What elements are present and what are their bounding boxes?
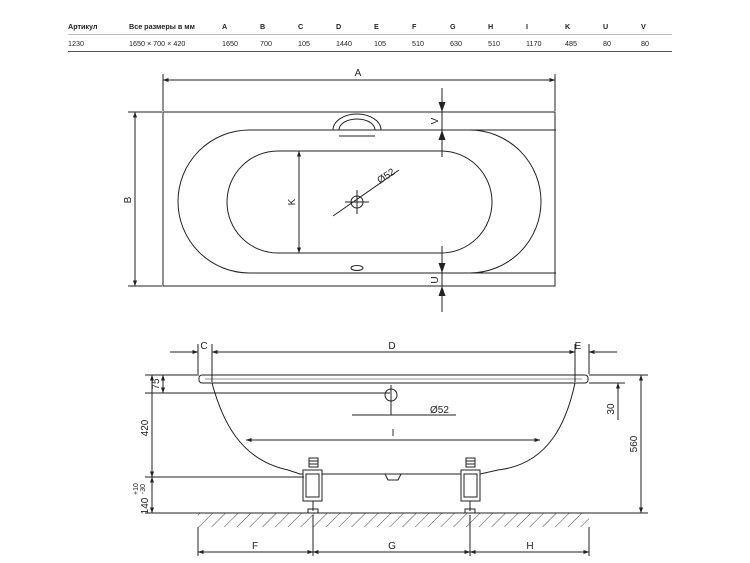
label-k: K <box>287 198 298 205</box>
bathtub-rim <box>198 374 589 384</box>
spec-val-v: 80 <box>641 39 649 48</box>
table-divider <box>68 34 672 35</box>
spec-col-k: K <box>565 22 571 31</box>
label-h: H <box>526 541 533 552</box>
top-drain-diameter-label: Ø52 <box>376 167 398 187</box>
label-140: 140 <box>140 497 151 514</box>
label-420: 420 <box>140 419 151 436</box>
spec-val-a: 1650 <box>222 39 238 48</box>
label-d: D <box>388 341 395 352</box>
label-75: 75 <box>151 378 162 390</box>
bathtub-bowl-profile <box>211 382 576 475</box>
spec-col-a: A <box>222 22 228 31</box>
spec-col-u: U <box>603 22 609 31</box>
spec-val-b: 700 <box>260 39 272 48</box>
top-view <box>128 74 556 312</box>
spec-col-c: C <box>298 22 304 31</box>
label-30: 30 <box>606 403 617 415</box>
spec-val-i: 1170 <box>526 39 542 48</box>
spec-val-article: 1230 <box>68 39 84 48</box>
drain-leader <box>332 169 400 217</box>
label-e: E <box>575 341 582 352</box>
spec-col-b: B <box>260 22 266 31</box>
label-tolerance: +10-30 <box>133 483 147 495</box>
spec-val-g: 630 <box>450 39 462 48</box>
label-b: B <box>123 196 134 203</box>
table-bottom-rule <box>68 51 672 52</box>
spec-col-dims: Все размеры в мм <box>129 22 195 31</box>
spec-val-u: 80 <box>603 39 611 48</box>
spec-val-k: 485 <box>565 39 577 48</box>
spec-col-h: H <box>488 22 494 31</box>
label-v: V <box>430 117 441 124</box>
label-a: A <box>355 68 362 79</box>
label-i: I <box>392 428 395 439</box>
spec-table: Артикул Все размеры в мм A B C D E F G H… <box>68 18 672 52</box>
spec-col-d: D <box>336 22 342 31</box>
spec-val-f: 510 <box>412 39 424 48</box>
spec-col-article: Артикул <box>68 22 98 31</box>
side-view <box>145 344 648 556</box>
bathtub-floor <box>226 150 493 254</box>
floor-hatch <box>198 513 589 527</box>
spec-val-h: 510 <box>488 39 500 48</box>
spec-header-row: Артикул Все размеры в мм A B C D E F G H… <box>68 18 672 35</box>
bathtub-outer-rim <box>162 111 556 287</box>
support-foot-left <box>302 457 323 514</box>
drain-outlet <box>384 473 402 481</box>
label-u: U <box>430 276 441 283</box>
spec-col-f: F <box>412 22 417 31</box>
spec-col-g: G <box>450 22 456 31</box>
spec-col-i: I <box>526 22 528 31</box>
overflow-outlet <box>332 113 382 137</box>
overflow-slot <box>350 265 364 271</box>
support-foot-right <box>460 457 481 514</box>
spec-val-dims: 1650 × 700 × 420 <box>129 39 186 48</box>
spec-val-e: 105 <box>374 39 386 48</box>
spec-col-v: V <box>641 22 646 31</box>
bathtub-inner-bowl <box>177 129 542 274</box>
label-f: F <box>252 541 258 552</box>
side-drain-diameter-label: Ø52 <box>430 405 449 416</box>
label-c: C <box>200 341 207 352</box>
spec-val-c: 105 <box>298 39 310 48</box>
label-560: 560 <box>629 435 640 452</box>
spec-col-e: E <box>374 22 379 31</box>
spec-val-d: 1440 <box>336 39 352 48</box>
spec-value-row: 1230 1650 × 700 × 420 1650 700 105 1440 … <box>68 35 672 52</box>
label-g: G <box>388 541 396 552</box>
